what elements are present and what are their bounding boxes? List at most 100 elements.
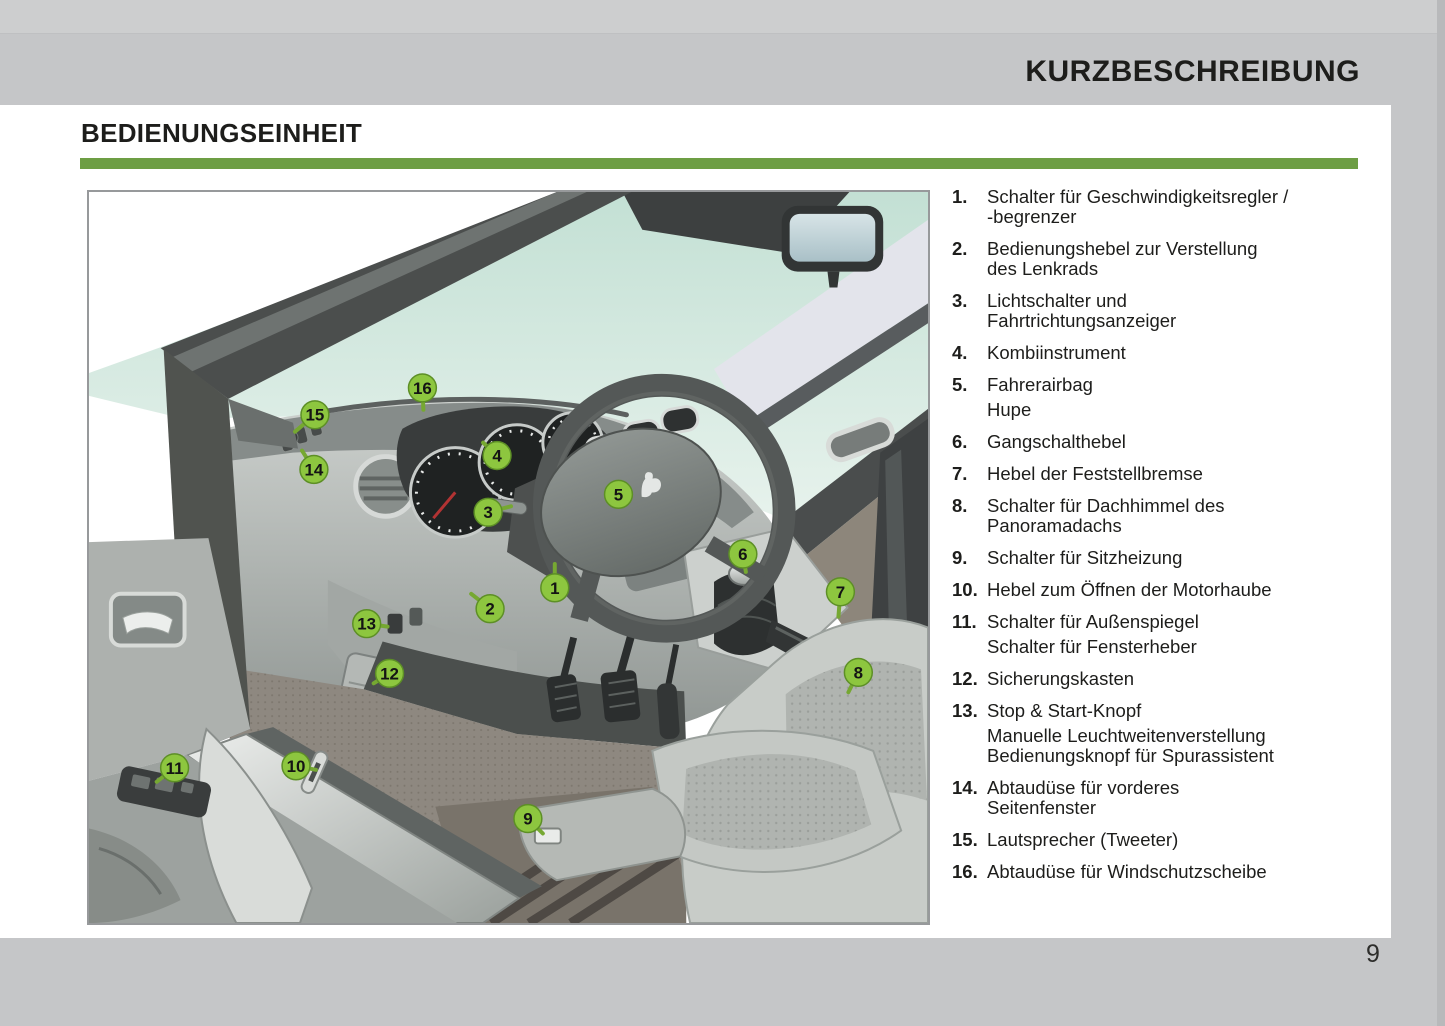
callout-marker: 4	[481, 440, 512, 471]
legend-list: 1. Schalter für Geschwindigkeitsregler /-…	[952, 187, 1394, 894]
callout-marker: 15	[293, 400, 330, 434]
callout-marker: 9	[513, 803, 545, 836]
driver-seat	[517, 618, 928, 923]
document-page: BEDIENUNGSEINHEIT	[0, 105, 1391, 938]
section-heading: BEDIENUNGSEINHEIT	[81, 118, 363, 148]
legend-item-number: 6.	[952, 431, 968, 452]
brand-emblem	[641, 472, 661, 498]
seat-base	[517, 787, 687, 882]
legend-item: 6.Gangschalthebel	[952, 432, 1394, 452]
svg-text:1: 1	[550, 579, 559, 598]
legend-item-number: 7.	[952, 463, 968, 484]
page-right-shade	[1437, 0, 1445, 1026]
svg-text:8: 8	[854, 663, 863, 682]
section-divider-bar	[80, 158, 1358, 169]
legend-item-number: 1.	[952, 186, 968, 207]
legend-item: 9. Schalter für Sitzheizung	[952, 548, 1394, 568]
page-number: 9	[1366, 940, 1380, 968]
legend-item-text: Lautsprecher (Tweeter)	[987, 829, 1179, 850]
legend-item-number: 13.	[952, 700, 978, 721]
callout-marker: 6	[728, 539, 758, 574]
svg-text:15: 15	[306, 406, 325, 425]
pedals	[546, 633, 680, 740]
legend-item: 15. Lautsprecher (Tweeter)	[952, 830, 1394, 850]
legend-item-text: Schalter für Geschwindigkeitsregler /	[987, 186, 1289, 207]
legend-item-number: 12.	[952, 668, 978, 689]
callout-marker: 5	[603, 479, 634, 510]
legend-item-number: 4.	[952, 342, 968, 363]
callout-marker: 14	[299, 448, 329, 485]
legend-item: 10.Hebel zum Öffnen der Motorhaube	[952, 580, 1394, 600]
legend-item-number: 14.	[952, 777, 978, 798]
svg-text:2: 2	[485, 600, 494, 619]
legend-item-text: Panoramadachs	[987, 515, 1122, 536]
callout-marker: 1	[540, 561, 570, 603]
legend-item-text: Bedienungsknopf für Spurassistent	[987, 745, 1274, 766]
callout-marker: 3	[473, 497, 513, 527]
legend-item-text: Bedienungshebel zur Verstellung	[987, 238, 1258, 259]
legend-item-text: Seitenfenster	[987, 797, 1097, 818]
chapter-title: KURZBESCHREIBUNG	[1025, 55, 1360, 88]
svg-text:12: 12	[380, 664, 399, 683]
svg-text:9: 9	[523, 810, 532, 829]
legend-item-text: des Lenkrads	[987, 258, 1099, 279]
legend-item: 1. Schalter für Geschwindigkeitsregler /-…	[952, 187, 1394, 227]
svg-text:6: 6	[738, 545, 747, 564]
legend-item-text: Kombiinstrument	[987, 342, 1126, 363]
legend-item: 4. Kombiinstrument	[952, 343, 1394, 363]
airbag-pad	[540, 427, 722, 578]
legend-item-number: 8.	[952, 495, 968, 516]
legend-item-text: Fahrtrichtungsanzeiger	[987, 310, 1177, 331]
legend-item-text: Lichtschalter und	[987, 290, 1127, 311]
start-stop-button	[387, 607, 423, 634]
callout-marker: 16	[407, 373, 438, 412]
callout-marker: 2	[469, 591, 505, 624]
legend-item-number: 15.	[952, 829, 978, 850]
svg-text:5: 5	[614, 485, 623, 504]
legend-item-number: 16.	[952, 861, 978, 882]
legend-item-text: Schalter für Fensterheber	[987, 636, 1197, 657]
svg-text:7: 7	[836, 583, 845, 602]
legend-item-text: Manuelle Leuchtweitenverstellung	[987, 725, 1266, 746]
svg-text:4: 4	[492, 447, 502, 466]
legend-item-text: Schalter für Dachhimmel des	[987, 495, 1225, 516]
svg-text:16: 16	[413, 379, 432, 398]
callout-marker: 7	[825, 577, 856, 619]
legend-item-text: Schalter für Sitzheizung	[987, 547, 1183, 568]
grab-handle	[825, 417, 895, 463]
page-top-shade	[0, 0, 1445, 34]
door-panel	[89, 538, 458, 923]
callout-marker: 13	[351, 608, 390, 639]
legend-item-text: Stop & Start-Knopf	[987, 700, 1142, 721]
door-handle	[108, 591, 187, 648]
legend-item-number: 5.	[952, 374, 968, 395]
legend-item-text: Abtaudüse für Windschutzscheibe	[987, 861, 1267, 882]
legend-item-number: 3.	[952, 290, 968, 311]
legend-item-text: Fahrerairbag	[987, 374, 1093, 395]
svg-text:13: 13	[357, 615, 376, 634]
callout-marker: 12	[371, 658, 405, 689]
legend-item-text: Sicherungskasten	[987, 668, 1135, 689]
svg-text:14: 14	[305, 460, 324, 479]
legend-item: 16. Abtaudüse für Windschutzscheibe	[952, 862, 1394, 882]
svg-text:11: 11	[166, 759, 184, 778]
callout-marker: 10	[281, 751, 318, 781]
legend-item-text: Schalter für Außenspiegel	[987, 611, 1199, 632]
legend-item-text: Abtaudüse für vorderes	[987, 777, 1180, 798]
legend-item: 12. Sicherungskasten	[952, 669, 1394, 689]
legend-item-number: 9.	[952, 547, 968, 568]
callout-marker: 11	[154, 753, 190, 784]
legend-item-text: -begrenzer	[987, 206, 1077, 227]
legend-item-number: 2.	[952, 238, 968, 259]
